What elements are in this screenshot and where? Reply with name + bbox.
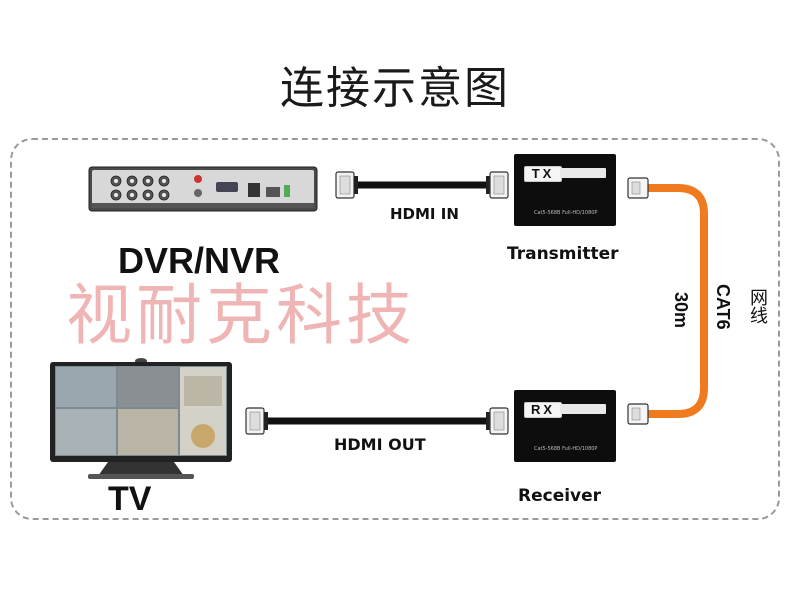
diagram-frame	[10, 138, 780, 520]
hdmi-in-label: HDMI IN	[390, 205, 459, 223]
rx-logo-strip	[560, 404, 606, 414]
dvr-label: DVR/NVR	[118, 240, 281, 281]
watermark-text: 视耐克科技	[66, 277, 416, 354]
receiver-label: Receiver	[518, 486, 602, 506]
tx-badge: TX	[524, 166, 562, 182]
hdmi-in-cable	[335, 171, 509, 199]
tx-spec-text: Cat5-568B Full-HD/1080P	[534, 210, 598, 216]
rx-badge: RX	[524, 402, 562, 418]
rx-spec-text: Cat5-568B Full-HD/1080P	[534, 446, 598, 452]
cable-type-label: CAT6	[713, 284, 733, 330]
dvr-nvr-device	[88, 166, 318, 212]
receiver-device: RX Cat5-568B Full-HD/1080P	[514, 390, 616, 462]
diagram-title: 连接示意图	[280, 63, 510, 114]
hdmi-out-cable	[245, 407, 509, 435]
tv-device	[50, 358, 232, 479]
distance-label: 30m	[671, 292, 691, 329]
hdmi-out-label: HDMI OUT	[334, 435, 426, 454]
cable-cn-label: 网线	[747, 288, 768, 324]
transmitter-label: Transmitter	[507, 244, 619, 264]
tv-label: TV	[108, 480, 152, 518]
transmitter-device: TX Cat5-568B Full-HD/1080P	[514, 154, 616, 226]
cat6-cable	[627, 177, 708, 425]
tx-logo-strip	[560, 168, 606, 178]
